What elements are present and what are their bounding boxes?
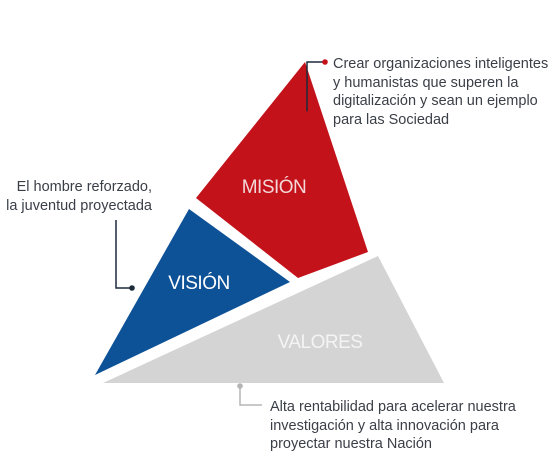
vision-description-line: la juventud proyectada (6, 197, 152, 214)
mision-description-line: y humanistas que superen la (333, 74, 519, 91)
valores-description-line: proyectar nuestra Nación (270, 436, 432, 452)
mision-description-line: Crear organizaciones inteligentes (333, 56, 549, 72)
mision-connector (304, 59, 328, 117)
mision-description: Crear organizaciones inteligentes y huma… (333, 55, 548, 129)
mision-description-line: digitalización y sean un ejemplo (333, 93, 538, 109)
vision-segment (95, 209, 290, 375)
valores-description-line: investigación y alta innovación para (270, 417, 499, 434)
valores-description: Alta rentabilidad para acelerar nuestra … (270, 398, 516, 454)
valores-connector (237, 383, 262, 406)
mision-label: MISIÓN (242, 176, 307, 198)
vision-connector (115, 220, 135, 291)
vision-label: VISIÓN (168, 272, 229, 294)
mision-segment (196, 62, 368, 278)
valores-description-line: Alta rentabilidad para acelerar nuestra (270, 399, 516, 415)
vision-description: El hombre reforzado, la juventud proyect… (0, 178, 152, 215)
valores-segment (103, 256, 444, 383)
valores-label: VALORES (278, 332, 363, 353)
vision-description-line: El hombre reforzado, (16, 179, 152, 195)
mision-description-line: para las Sociedad (333, 111, 450, 128)
